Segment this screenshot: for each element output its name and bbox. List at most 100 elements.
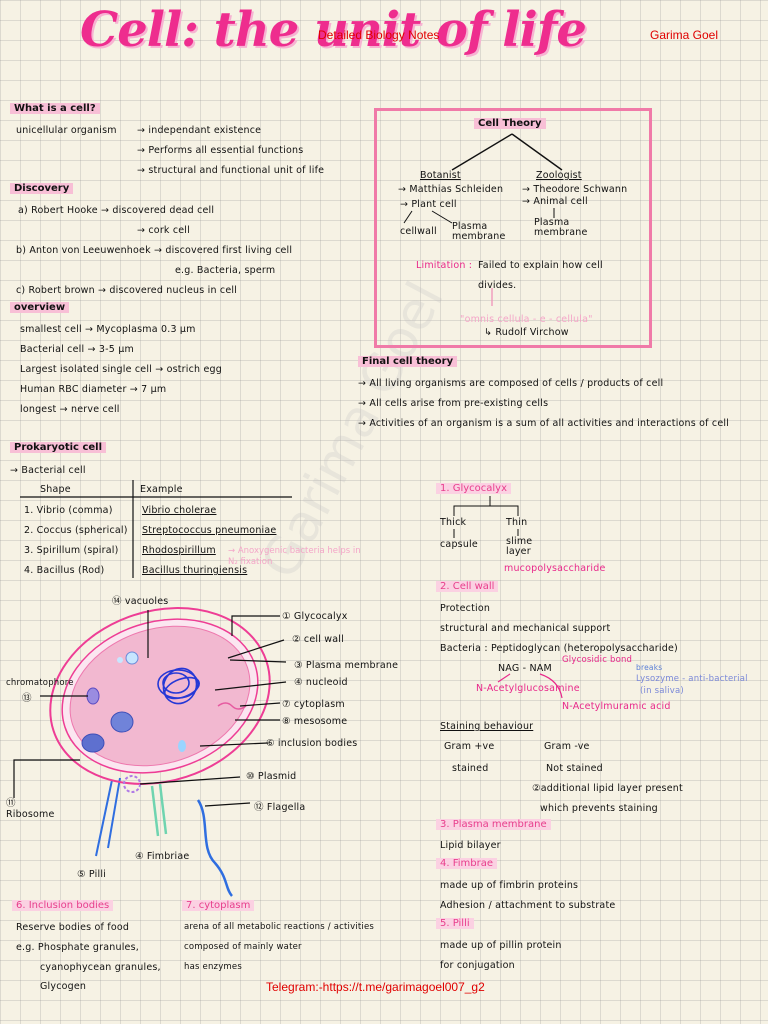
structural-label: structural and mechanical support <box>440 623 611 634</box>
in-saliva-label: (in saliva) <box>640 686 684 696</box>
plant-cell: → Plant cell <box>400 199 457 210</box>
nag-nam-arrows <box>497 673 563 699</box>
bacterial-cell-diagram <box>13 607 287 897</box>
shape-row-2: 2. Coccus (spherical) <box>24 525 128 536</box>
lipid-label: Lipid bilayer <box>440 840 501 851</box>
additional-label: ②additional lipid layer present <box>532 783 683 794</box>
label-mesosome: ⑧ mesosome <box>282 716 348 727</box>
shape-row-3: 3. Spirillum (spiral) <box>24 545 119 556</box>
botanist-name: → Matthias Schleiden <box>398 184 504 195</box>
what-is-cell-heading: What is a cell? <box>10 103 100 114</box>
example-row-3: Rhodospirillum <box>142 545 216 556</box>
limitation-label: Limitation : <box>416 260 473 271</box>
not-stained-label: Not stained <box>546 763 603 774</box>
page-title: Cell: the unit of life <box>80 2 587 58</box>
fimbrin-label: made up of fimbrin proteins <box>440 880 579 891</box>
adhesion-label: Adhesion / attachment to substrate <box>440 900 616 911</box>
label-chromatophore: chromatophore <box>6 678 74 688</box>
discovery-line-4: e.g. Bacteria, sperm <box>175 265 276 276</box>
cell-theory-box <box>374 108 652 348</box>
cell-theory-heading: Cell Theory <box>474 118 546 129</box>
prevents-label: which prevents staining <box>540 803 658 814</box>
label-cell-wall: ② cell wall <box>292 634 344 645</box>
label-fimbriae: ④ Fimbriae <box>135 851 190 862</box>
label-nucleoid: ④ nucleoid <box>294 677 348 688</box>
label-vacuoles: ⑭ vacuoles <box>112 596 169 607</box>
nag-full-label: N-Acetylglucosamine <box>476 683 580 694</box>
what-line-2: → independant existence <box>137 125 262 136</box>
final-line-2: → All cells arise from pre-existing cell… <box>358 398 549 409</box>
cell-theory-branches <box>403 133 563 306</box>
overview-heading: overview <box>10 302 70 313</box>
example-row-1: Vibrio cholerae <box>142 505 217 516</box>
bacterial-cell: → Bacterial cell <box>10 465 86 476</box>
breaks-label: breaks <box>636 663 663 672</box>
shape-table-lines <box>20 480 292 578</box>
pillin-label: made up of pillin protein <box>440 940 562 951</box>
nag-nam-label: NAG - NAM <box>498 663 552 674</box>
water-label: composed of mainly water <box>184 942 302 952</box>
omnis-cellula: "omnis cellula - e - cellula" <box>460 314 593 325</box>
discovery-heading: Discovery <box>10 183 74 194</box>
bacteria-pg-label: Bacteria : Peptidoglycan (heteropolysacc… <box>440 643 678 654</box>
example-row-2: Streptococcus pneumoniae <box>142 525 277 536</box>
what-line-3: → Performs all essential functions <box>137 145 304 156</box>
cytoplasm-heading: 7. cytoplasm <box>182 900 255 911</box>
lysozyme-label: Lysozyme - anti-bacterial <box>636 674 748 684</box>
reserve-label: Reserve bodies of food <box>16 922 130 933</box>
gram-pos-label: Gram +ve <box>444 741 495 752</box>
shape-row-1: 1. Vibrio (comma) <box>24 505 113 516</box>
overview-line-5: longest → nerve cell <box>20 404 120 415</box>
example-row-4: Bacillus thuringiensis <box>142 565 248 576</box>
label-glycocalyx: ① Glycocalyx <box>282 611 348 622</box>
telegram-link[interactable]: Telegram:-https://t.me/garimagoel007_g2 <box>266 980 485 994</box>
label-plasmid: ⑩ Plasmid <box>246 771 297 782</box>
pilli-heading: 5. Pilli <box>436 918 474 929</box>
animal-cell: → Animal cell <box>522 196 588 207</box>
overview-line-4: Human RBC diameter → 7 μm <box>20 384 167 395</box>
arena-label: arena of all metabolic reactions / activ… <box>184 922 375 932</box>
mucopoly-label: mucopolysaccharide <box>504 563 606 574</box>
label-inclusion-bodies: ⑥ inclusion bodies <box>266 738 358 749</box>
cell-wall-heading: 2. Cell wall <box>436 581 499 592</box>
glycocalyx-heading: 1. Glycocalyx <box>436 483 512 494</box>
limitation-text-2: divides. <box>478 280 517 291</box>
final-line-3: → Activities of an organism is a sum of … <box>358 418 730 429</box>
thick-label: Thick <box>440 517 467 528</box>
thin-label: Thin <box>506 517 528 528</box>
discovery-line-2: → cork cell <box>137 225 190 236</box>
zoologist-label: Zoologist <box>536 170 582 181</box>
label-cytoplasm: ⑦ cytoplasm <box>282 699 345 710</box>
eg-label: e.g. Phosphate granules, <box>16 942 139 953</box>
label-ribosome: ⑪ Ribosome <box>6 798 55 820</box>
overview-line-3: Largest isolated single cell → ostrich e… <box>20 364 222 375</box>
what-line-1: unicellular organism <box>16 125 117 136</box>
slime-label: slime layer <box>506 536 533 557</box>
table-header-example: Example <box>140 484 183 495</box>
gram-neg-label: Gram -ve <box>544 741 590 752</box>
botanist-label: Botanist <box>420 170 461 181</box>
conjugation-label: for conjugation <box>440 960 515 971</box>
stained-label: stained <box>452 763 489 774</box>
discovery-line-5: c) Robert brown → discovered nucleus in … <box>16 285 238 296</box>
discovery-line-3: b) Anton von Leeuwenhoek → discovered fi… <box>16 245 293 256</box>
overlay-label: Detailed Biology Notes <box>318 28 440 42</box>
inclusion-heading: 6. Inclusion bodies <box>12 900 114 911</box>
fimbrae-heading: 4. Fimbrae <box>436 858 498 869</box>
table-header-shape: Shape <box>40 484 71 495</box>
label-plasma-membrane: ③ Plasma membrane <box>294 660 399 671</box>
what-line-4: → structural and functional unit of life <box>137 165 325 176</box>
zoologist-name: → Theodore Schwann <box>522 184 628 195</box>
prokaryotic-heading: Prokaryotic cell <box>10 442 107 453</box>
pm-heading: 3. Plasma membrane <box>436 819 551 830</box>
discovery-line-1: a) Robert Hooke → discovered dead cell <box>18 205 215 216</box>
final-theory-heading: Final cell theory <box>358 356 458 367</box>
anoxygenic-note: → Anoxygenic bacteria helps in N₂ fixati… <box>228 546 361 567</box>
label-chromatophore-num: ⑬ <box>22 693 32 704</box>
enzymes-label: has enzymes <box>184 962 242 972</box>
cellwall-label: cellwall <box>400 226 437 237</box>
overview-line-1: smallest cell → Mycoplasma 0.3 μm <box>20 324 196 335</box>
glycogen-label: Glycogen <box>40 981 87 992</box>
cyano-label: cyanophycean granules, <box>40 962 161 973</box>
capsule-label: capsule <box>440 539 478 550</box>
